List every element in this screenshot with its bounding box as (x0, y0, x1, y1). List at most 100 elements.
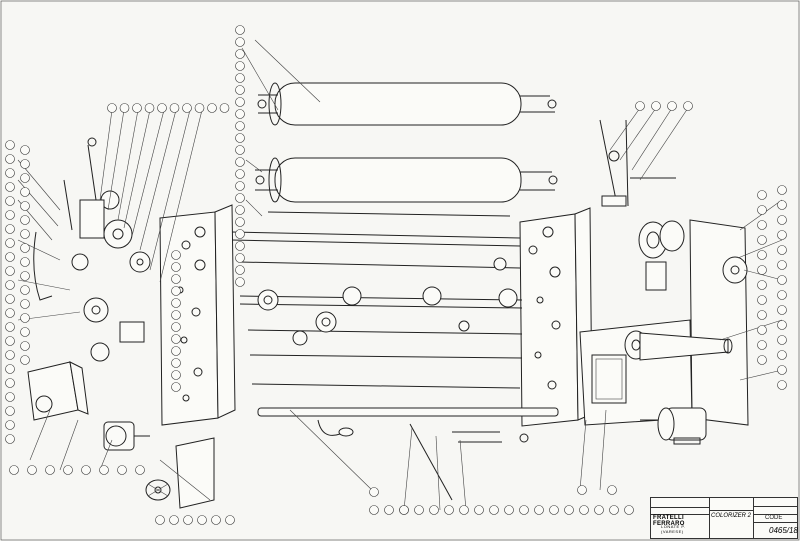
part-callout-bubble (235, 205, 245, 215)
part-callout-bubble (144, 103, 155, 113)
part-callout-bubble (5, 308, 15, 318)
part-callout-bubble (219, 103, 230, 113)
part-callout-bubble (235, 169, 245, 179)
product-cell: COLORIZER 2 (709, 498, 754, 538)
part-callout-bubble (132, 103, 142, 113)
part-callout-bubble (777, 290, 787, 300)
part-callout-bubble (5, 238, 15, 248)
part-callout-bubble (667, 101, 677, 111)
part-callout-bubble (20, 327, 30, 337)
part-callout-bubble (549, 505, 559, 515)
part-callout-bubble (235, 97, 245, 107)
part-callout-bubble (169, 515, 179, 525)
top-right-levers (599, 119, 676, 207)
part-callout-bubble (757, 220, 767, 230)
part-callout-bubble (183, 515, 193, 525)
part-callout-bubble (5, 434, 15, 444)
part-callout-bubble (777, 215, 787, 225)
part-callout-bubble (235, 25, 245, 35)
part-callout-bubble (20, 159, 30, 169)
part-callout-bubble (683, 101, 693, 111)
part-callout-bubble (171, 334, 181, 344)
part-callout-bubble (5, 168, 15, 178)
part-callout-bubble (777, 305, 787, 315)
part-callout-bubble (5, 406, 15, 416)
part-callout-bubble (459, 505, 469, 515)
top-left-levers (33, 137, 97, 301)
part-callout-bubble (235, 61, 245, 71)
part-callout-bubble (171, 370, 181, 380)
part-callout-bubble (20, 187, 30, 197)
part-callout-bubble (20, 341, 30, 351)
part-callout-bubble (399, 505, 409, 515)
bottom-components (159, 419, 529, 501)
part-callout-bubble (579, 505, 589, 515)
part-callout-bubble (5, 420, 15, 430)
part-callout-bubble (5, 210, 15, 220)
part-callout-bubble (777, 200, 787, 210)
part-callout-bubble (369, 505, 379, 515)
part-callout-bubble (5, 154, 15, 164)
part-callout-bubble (99, 465, 109, 475)
part-callout-bubble (777, 380, 787, 390)
company-cell: FRATELLI FERRARO LONATE P. (VARESE) (651, 498, 710, 538)
part-callout-bubble (777, 365, 787, 375)
part-callout-bubble (235, 85, 245, 95)
part-callout-bubble (757, 190, 767, 200)
part-callout-bubble (171, 358, 181, 368)
part-callout-bubble (5, 252, 15, 262)
part-callout-bubble (20, 173, 30, 183)
part-callout-bubble (27, 465, 37, 475)
part-callout-bubble (194, 103, 205, 113)
left-drive-gears (71, 190, 151, 362)
part-callout-bubble (20, 215, 30, 225)
part-callout-bubble (607, 485, 617, 495)
part-callout-bubble (9, 465, 19, 475)
part-callout-bubble (429, 505, 439, 515)
part-callout-bubble (235, 193, 245, 203)
part-callout-bubble (5, 378, 15, 388)
part-callout-bubble (235, 229, 245, 239)
part-callout-bubble (169, 103, 180, 113)
part-callout-bubble (624, 505, 634, 515)
part-callout-bubble (171, 262, 181, 272)
part-callout-bubble (5, 392, 15, 402)
part-callout-bubble (5, 182, 15, 192)
part-callout-bubble (20, 313, 30, 323)
part-callout-bubble (171, 310, 181, 320)
part-callout-bubble (757, 340, 767, 350)
part-callout-bubble (504, 505, 514, 515)
part-callout-bubble (777, 245, 787, 255)
part-callout-bubble (235, 49, 245, 59)
part-callout-bubble (45, 465, 55, 475)
code-label: CODE (765, 515, 783, 521)
part-callout-bubble (5, 294, 15, 304)
part-callout-bubble (5, 322, 15, 332)
part-callout-bubbles (5, 25, 787, 525)
part-callout-bubble (171, 322, 181, 332)
part-callout-bubble (171, 298, 181, 308)
right-motor (640, 407, 707, 445)
part-callout-bubble (171, 274, 181, 284)
part-callout-bubble (777, 185, 787, 195)
part-callout-bubble (171, 382, 181, 392)
part-callout-bubble (384, 505, 394, 515)
part-callout-bubble (235, 37, 245, 47)
part-callout-bubble (117, 465, 127, 475)
part-callout-bubble (171, 250, 181, 260)
part-callout-bubble (207, 103, 217, 113)
upper-roller (257, 82, 557, 126)
part-callout-bubble (235, 265, 245, 275)
part-callout-bubble (564, 505, 574, 515)
inner-rollers (257, 257, 518, 346)
middle-roller (255, 157, 558, 203)
part-callout-bubble (5, 350, 15, 360)
drawing-number: 0465/18 (769, 526, 798, 535)
part-callout-bubble (20, 229, 30, 239)
part-callout-bubble (171, 346, 181, 356)
part-callout-bubble (155, 515, 165, 525)
part-callout-bubble (777, 350, 787, 360)
part-callout-bubble (777, 320, 787, 330)
part-callout-bubble (20, 271, 30, 281)
